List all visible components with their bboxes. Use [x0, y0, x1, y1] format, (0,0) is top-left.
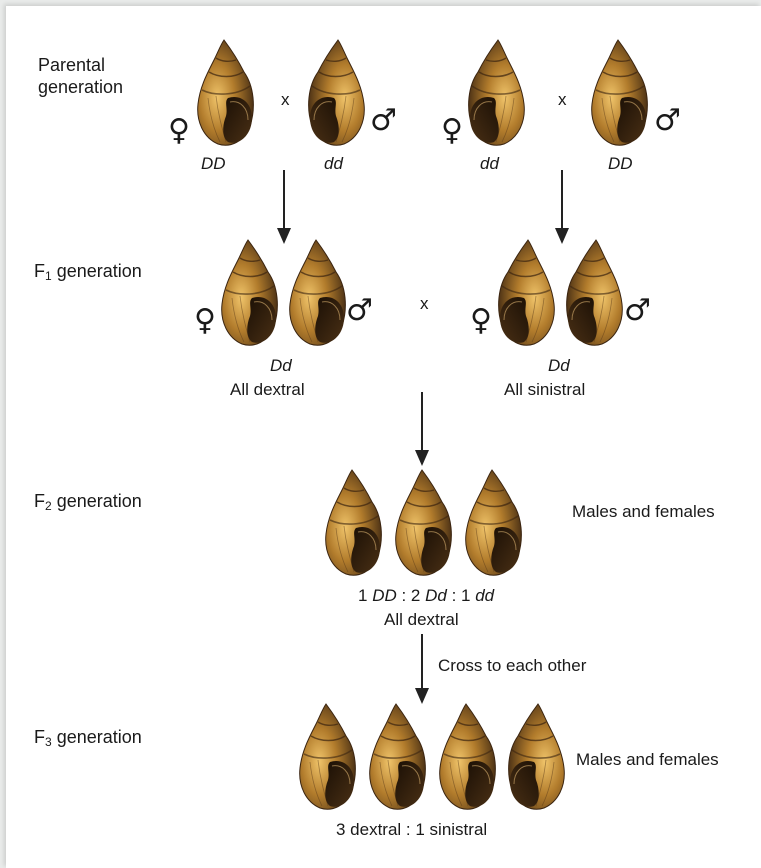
male-symbol: ♂: [370, 106, 397, 136]
parental-generation-label: Parental generation: [38, 54, 123, 98]
f2-phenotype-label: All dextral: [384, 610, 459, 630]
snail-dextral-shell: [436, 702, 498, 814]
down-arrow: [412, 392, 432, 468]
male-symbol: ♂: [624, 296, 651, 326]
snail-dextral-shell: [296, 702, 358, 814]
down-arrow: [412, 634, 432, 706]
genotype-label: DD: [201, 154, 226, 174]
f2-generation-label: F2 generation: [34, 490, 142, 512]
male-symbol: ♂: [654, 106, 681, 136]
female-symbol: ♀: [194, 306, 216, 336]
down-arrow: [274, 170, 294, 246]
diagram-panel: Parental generation F1 generation F2 gen…: [6, 6, 761, 868]
female-symbol: ♀: [441, 116, 463, 146]
f2-sexes-label: Males and females: [572, 502, 715, 522]
phenotype-label: All dextral: [230, 380, 305, 400]
cross-symbol: x: [420, 294, 429, 314]
genotype-label: dd: [324, 154, 343, 174]
snail-sinistral-shell: [564, 238, 626, 350]
snail-dextral-shell: [286, 238, 348, 350]
genotype-label: Dd: [548, 356, 570, 376]
f3-sexes-label: Males and females: [576, 750, 719, 770]
female-symbol: ♀: [470, 306, 492, 336]
male-symbol: ♂: [346, 296, 373, 326]
cross-symbol: x: [558, 90, 567, 110]
snail-dextral-shell: [366, 702, 428, 814]
f3-generation-label: F3 generation: [34, 726, 142, 748]
female-symbol: ♀: [168, 116, 190, 146]
cross-note-label: Cross to each other: [438, 656, 586, 676]
genotype-label: dd: [480, 154, 499, 174]
snail-dextral-shell: [322, 468, 384, 580]
down-arrow: [552, 170, 572, 246]
f1-generation-label: F1 generation: [34, 260, 142, 282]
f3-phenotype-ratio: 3 dextral : 1 sinistral: [336, 820, 487, 840]
snail-dextral-shell: [194, 38, 256, 150]
snail-sinistral-shell: [506, 702, 568, 814]
genotype-label: DD: [608, 154, 633, 174]
snail-sinistral-shell: [306, 38, 368, 150]
snail-sinistral-shell: [496, 238, 558, 350]
f2-genotype-ratio: 1 DD : 2 Dd : 1 dd: [358, 586, 494, 606]
snail-dextral-shell: [588, 38, 650, 150]
phenotype-label: All sinistral: [504, 380, 585, 400]
snail-dextral-shell: [392, 468, 454, 580]
snail-dextral-shell: [218, 238, 280, 350]
genotype-label: Dd: [270, 356, 292, 376]
snail-sinistral-shell: [466, 38, 528, 150]
cross-symbol: x: [281, 90, 290, 110]
snail-dextral-shell: [462, 468, 524, 580]
